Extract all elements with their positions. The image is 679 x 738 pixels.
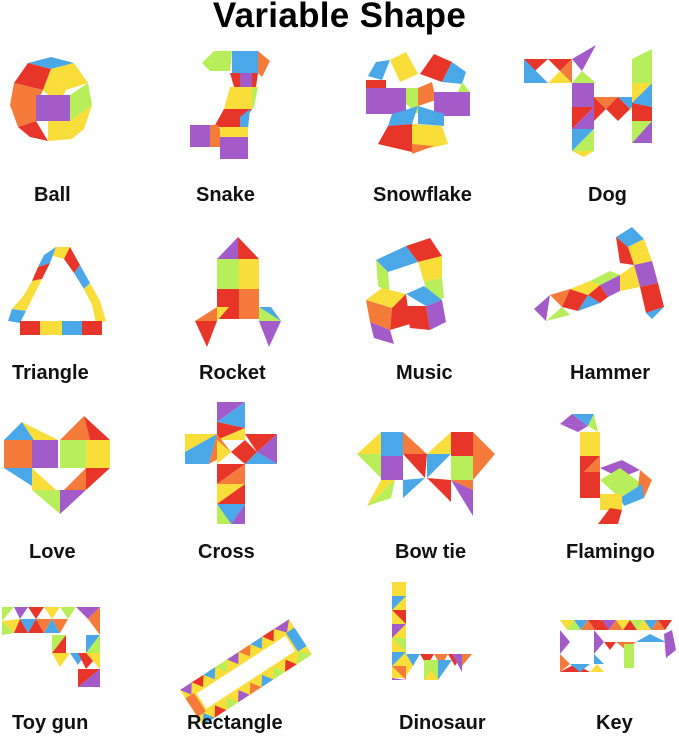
love-puzzle-image bbox=[4, 410, 110, 514]
dinosaur-puzzle-image bbox=[388, 580, 484, 690]
shape-label-rocket: Rocket bbox=[199, 362, 266, 384]
hammer-puzzle-image bbox=[534, 225, 666, 329]
cross-puzzle-image bbox=[185, 400, 277, 524]
bow-tie-puzzle-image bbox=[355, 418, 495, 518]
page-title: Variable Shape bbox=[212, 0, 467, 35]
dog-puzzle-image bbox=[522, 43, 654, 161]
flamingo-puzzle-image bbox=[558, 412, 658, 524]
shape-label-hammer: Hammer bbox=[570, 362, 651, 384]
shape-label-snowflake: Snowflake bbox=[373, 184, 472, 206]
rocket-puzzle-image bbox=[195, 237, 281, 349]
shape-label-ball: Ball bbox=[34, 184, 71, 206]
rectangle-puzzle-image bbox=[180, 590, 312, 726]
shape-label-love: Love bbox=[29, 541, 76, 563]
shape-label-snake: Snake bbox=[196, 184, 255, 206]
shape-label-bow-tie: Bow tie bbox=[395, 541, 467, 563]
shape-label-dog: Dog bbox=[588, 184, 627, 206]
shape-label-rectangle: Rectangle bbox=[187, 712, 283, 734]
snowflake-puzzle-image bbox=[362, 48, 474, 158]
shape-label-music: Music bbox=[396, 362, 453, 384]
music-puzzle-image bbox=[366, 234, 456, 344]
ball-puzzle-image bbox=[8, 55, 94, 145]
shape-label-flamingo: Flamingo bbox=[566, 541, 655, 563]
key-puzzle-image bbox=[560, 620, 676, 680]
triangle-puzzle-image bbox=[6, 245, 106, 335]
shape-label-dinosaur: Dinosaur bbox=[399, 712, 486, 734]
shape-label-cross: Cross bbox=[198, 541, 255, 563]
toy-gun-puzzle-image bbox=[0, 607, 106, 687]
shape-label-key: Key bbox=[596, 712, 633, 734]
shape-label-triangle: Triangle bbox=[12, 362, 89, 384]
snake-puzzle-image bbox=[190, 47, 280, 162]
shape-label-toy-gun: Toy gun bbox=[12, 712, 89, 734]
